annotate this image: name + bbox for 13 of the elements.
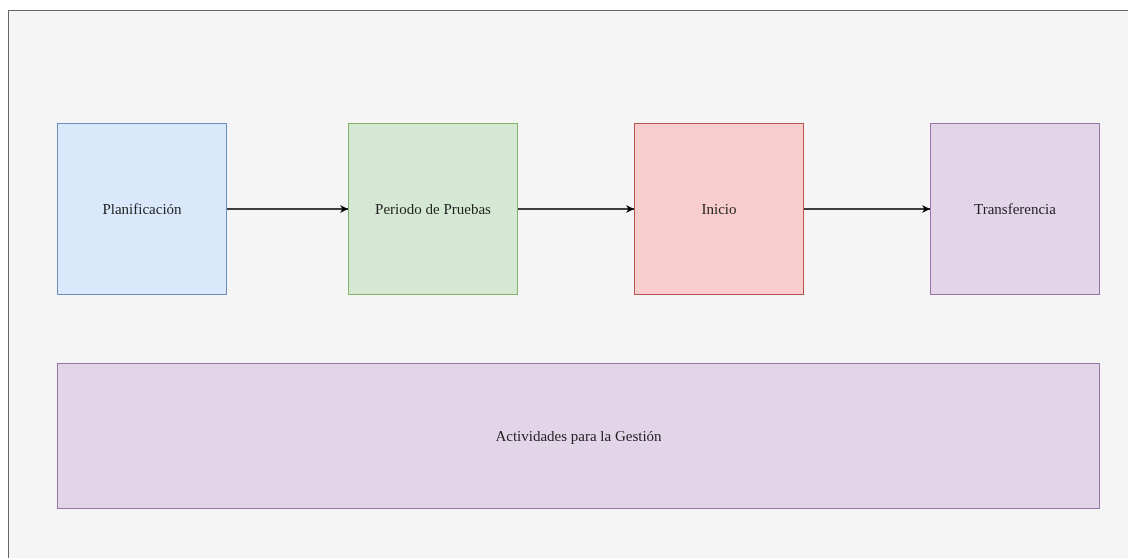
- arrow: [517, 205, 635, 213]
- process-box: [57, 363, 1100, 509]
- process-box: [57, 123, 227, 295]
- arrow: [803, 205, 931, 213]
- process-box: [348, 123, 518, 295]
- process-box: [930, 123, 1100, 295]
- box-label: Actividades para la Gestión: [495, 427, 662, 445]
- box-label: Planificación: [102, 200, 182, 218]
- box-label: Inicio: [701, 200, 737, 218]
- arrow: [226, 205, 349, 213]
- box-label: Periodo de Pruebas: [375, 200, 491, 218]
- box-label: Transferencia: [974, 200, 1056, 218]
- process-box: [634, 123, 804, 295]
